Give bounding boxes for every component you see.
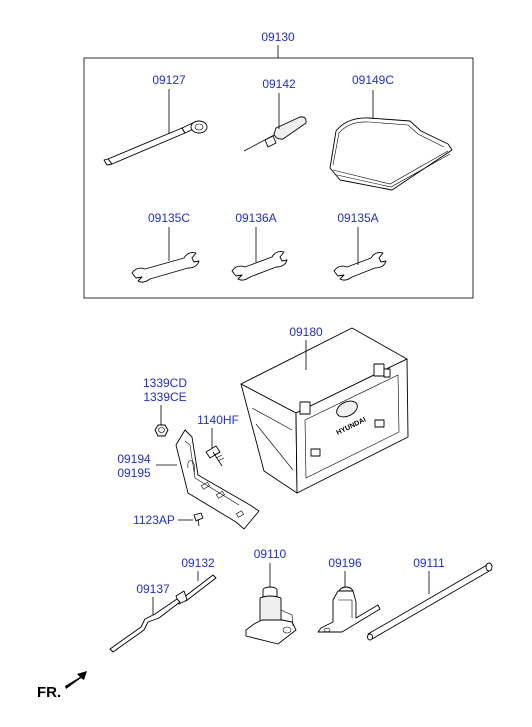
label-bolt[interactable]: 1140HF — [197, 413, 239, 427]
label-spanner-09135a[interactable]: 09135A — [337, 211, 378, 225]
label-lug-wrench[interactable]: 09127 — [152, 73, 186, 87]
lug-wrench[interactable]: 09127 — [103, 73, 208, 166]
label-jack-bracket[interactable]: 09196 — [328, 556, 362, 570]
nut[interactable]: 1339CD 1339CE — [143, 376, 187, 437]
label-nut-2[interactable]: 1339CE — [143, 390, 186, 404]
label-jack-handle-ext[interactable]: 09137 — [136, 582, 170, 596]
bracket[interactable]: 09194 09195 — [117, 429, 260, 530]
front-arrow-icon — [65, 671, 87, 689]
tool-kit-group: 09130 — [83, 30, 474, 299]
label-tool-kit[interactable]: 09130 — [261, 30, 295, 44]
screwdriver[interactable]: 09142 — [243, 77, 307, 152]
jack-bracket[interactable]: 09196 — [317, 556, 381, 633]
label-rod[interactable]: 09111 — [413, 556, 445, 570]
spanner-09136a[interactable]: 09136A — [231, 211, 288, 281]
screw[interactable]: 1123AP — [133, 512, 204, 527]
label-screw[interactable]: 1123AP — [133, 513, 175, 527]
label-nut-1[interactable]: 1339CD — [143, 376, 187, 390]
spanner-09135c[interactable]: 09135C — [131, 211, 200, 283]
label-spanner-09135c[interactable]: 09135C — [148, 211, 190, 225]
label-bracket-1[interactable]: 09194 — [117, 452, 151, 466]
label-spanner-09136a[interactable]: 09136A — [235, 211, 276, 225]
tool-box[interactable]: HYUNDAI 09180 — [240, 325, 409, 494]
spanner-09135a[interactable]: 09135A — [333, 211, 387, 281]
label-jack-handle[interactable]: 09132 — [181, 556, 215, 570]
label-tool-bag[interactable]: 09149C — [352, 73, 394, 87]
jack[interactable]: 09110 — [245, 547, 297, 645]
label-screwdriver[interactable]: 09142 — [262, 77, 296, 91]
label-tool-box[interactable]: 09180 — [289, 325, 323, 339]
tool-kit-frame — [83, 57, 474, 299]
hyundai-logo — [336, 400, 358, 418]
tool-bag[interactable]: 09149C — [329, 73, 453, 191]
rod[interactable]: 09111 — [367, 556, 493, 641]
label-bracket-2[interactable]: 09195 — [117, 466, 151, 480]
jack-handle[interactable]: 09132 09137 — [109, 556, 217, 653]
label-jack[interactable]: 09110 — [254, 547, 287, 561]
front-indicator: FR. — [37, 671, 87, 701]
bolt[interactable]: 1140HF — [197, 413, 239, 467]
front-label: FR. — [37, 684, 61, 701]
